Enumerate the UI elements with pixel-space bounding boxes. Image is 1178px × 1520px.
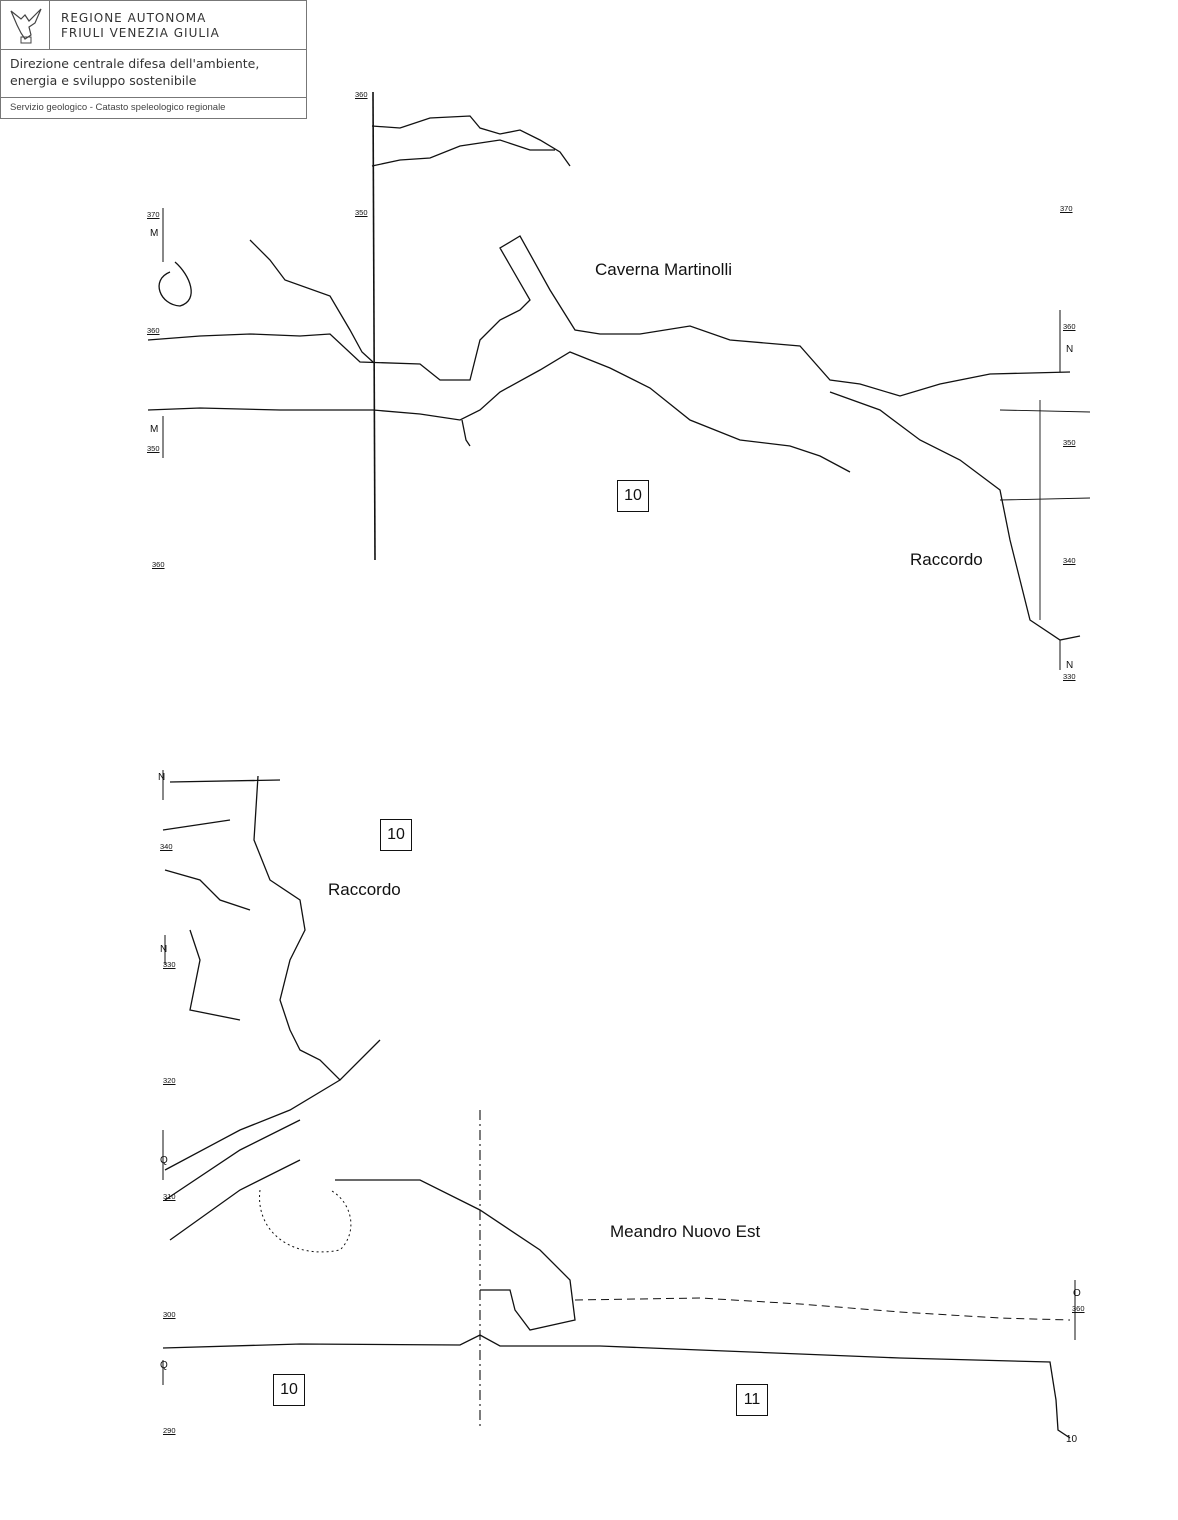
elevation-label: 350 [1063,438,1076,447]
marker-label: N [1066,344,1074,355]
elevation-label: 350 [147,444,160,453]
sheet-number-box: 10 [380,819,412,851]
elevation-label: 370 [1060,204,1073,213]
org-line-2: FRIULI VENEZIA GIULIA [61,26,220,40]
end-label: 10 [1066,1434,1078,1445]
divider [49,1,50,49]
institution-header: REGIONE AUTONOMA FRIULI VENEZIA GIULIA D… [0,0,307,119]
marker-label: N [160,944,168,955]
elevation-label: 360 [1063,322,1076,331]
sheet-number-box: 10 [617,480,649,512]
elevation-label: 360 [355,90,368,99]
elevation-label: 360 [1072,1304,1085,1313]
elevation-label: 340 [160,842,173,851]
elevation-label: 340 [1063,556,1076,565]
marker-label: M [150,228,159,239]
divider [1,49,306,50]
dept-line-2: energia e sviluppo sostenibile [10,73,197,88]
service-name: Servizio geologico - Catasto speleologic… [10,102,226,113]
elevation-label: 350 [355,208,368,217]
dept-line-1: Direzione centrale difesa dell'ambiente, [10,56,260,71]
marker-label: N [1066,660,1074,671]
elevation-label: 320 [163,1076,176,1085]
elevation-label: 290 [163,1426,176,1435]
divider [1,97,306,98]
sheet-number-box: 11 [736,1384,768,1416]
sheet-number-box: 10 [273,1374,305,1406]
elevation-label: 310 [163,1192,176,1201]
marker-label: M [150,424,159,435]
elevation-label: 370 [147,210,160,219]
lower-cave-profile [162,770,1076,1439]
marker-label: N [158,772,166,783]
elevation-label: 300 [163,1310,176,1319]
label-meandro-nuovo-est: Meandro Nuovo Est [610,1222,761,1241]
label-caverna-martinolli: Caverna Martinolli [595,260,732,279]
elevation-label: 330 [163,960,176,969]
org-line-1: REGIONE AUTONOMA [61,11,207,25]
marker-label: Q [160,1155,168,1166]
label-raccordo-lower: Raccordo [328,880,401,899]
elevation-label: 360 [147,326,160,335]
department-name: Direzione centrale difesa dell'ambiente,… [10,55,259,89]
upper-cave-profile [147,91,1091,670]
eagle-logo-icon [10,8,42,44]
marker-label: Q [160,1360,168,1371]
label-raccordo-upper: Raccordo [910,550,983,569]
elevation-label: 330 [1063,672,1076,681]
org-name: REGIONE AUTONOMA FRIULI VENEZIA GIULIA [61,11,220,41]
marker-label: O [1073,1288,1081,1299]
elevation-label: 360 [152,560,165,569]
